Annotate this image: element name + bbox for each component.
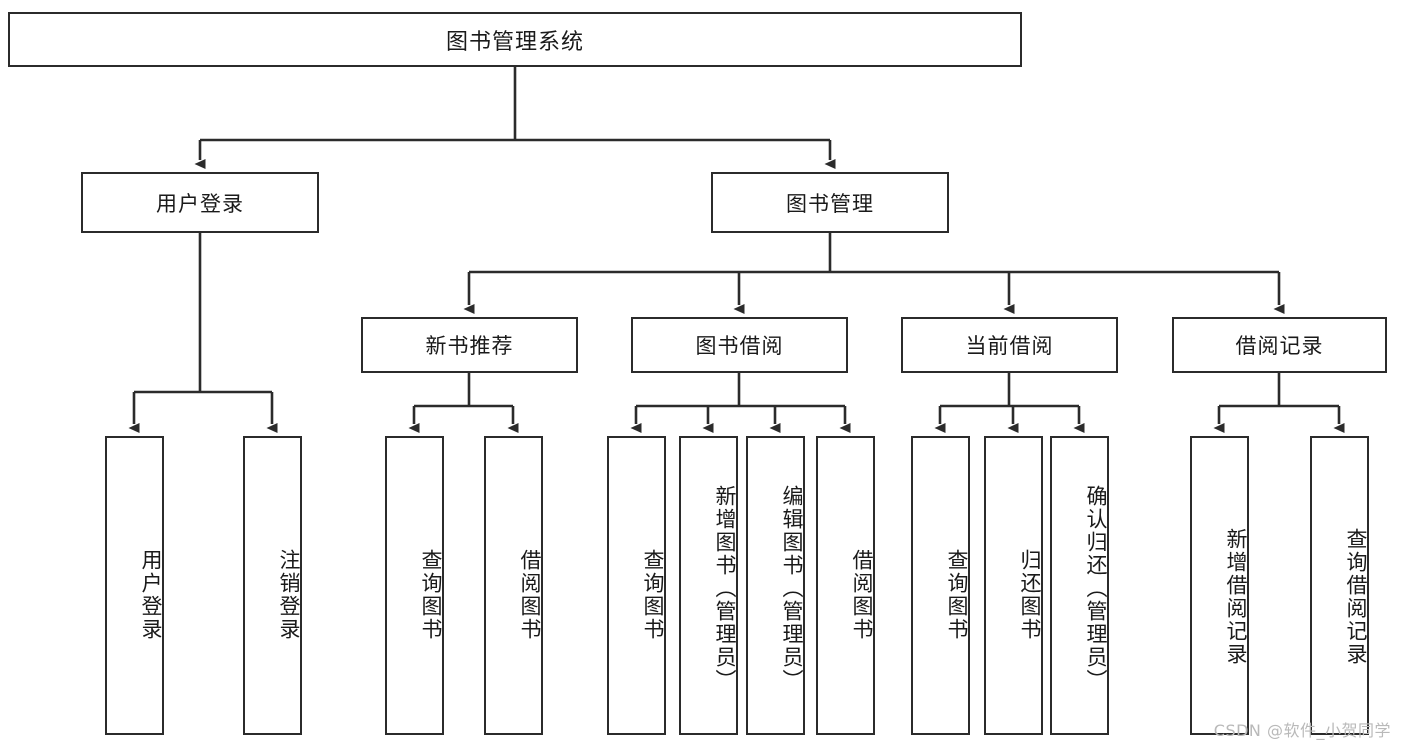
node-book-manage[interactable]: 图书管理 <box>711 172 949 233</box>
node-leaf-query-book-2-label: 查询图书 <box>641 548 665 641</box>
node-leaf-edit-book-label: 编辑图书（管理员） <box>780 485 804 692</box>
node-leaf-user-logout-label: 注销登录 <box>277 548 301 641</box>
node-book-borrow-label: 图书借阅 <box>695 334 784 358</box>
node-leaf-query-book-2[interactable]: 查询图书 <box>607 436 666 735</box>
node-root-label: 图书管理系统 <box>445 29 584 55</box>
node-leaf-return-book[interactable]: 归还图书 <box>984 436 1043 735</box>
node-new-book-recommend-label: 新书推荐 <box>425 334 514 358</box>
node-leaf-return-book-label: 归还图书 <box>1018 548 1042 641</box>
node-leaf-query-record-label: 查询借阅记录 <box>1344 527 1368 666</box>
node-leaf-borrow-book-2-label: 借阅图书 <box>850 548 874 641</box>
node-book-manage-label: 图书管理 <box>786 191 874 216</box>
node-new-book-recommend[interactable]: 新书推荐 <box>361 317 578 373</box>
node-user-login[interactable]: 用户登录 <box>81 172 319 233</box>
node-current-borrow-label: 当前借阅 <box>965 334 1054 358</box>
node-leaf-confirm-return-label: 确认归还（管理员） <box>1084 485 1108 692</box>
node-leaf-edit-book[interactable]: 编辑图书（管理员） <box>746 436 805 735</box>
node-leaf-borrow-book-1[interactable]: 借阅图书 <box>484 436 543 735</box>
node-leaf-confirm-return[interactable]: 确认归还（管理员） <box>1050 436 1109 735</box>
node-current-borrow[interactable]: 当前借阅 <box>901 317 1118 373</box>
node-leaf-borrow-book-2[interactable]: 借阅图书 <box>816 436 875 735</box>
node-leaf-add-book-label: 新增图书（管理员） <box>713 485 737 692</box>
node-user-login-label: 用户登录 <box>156 191 244 216</box>
node-leaf-user-login[interactable]: 用户登录 <box>105 436 164 735</box>
node-leaf-query-book-1-label: 查询图书 <box>419 548 443 641</box>
node-book-borrow[interactable]: 图书借阅 <box>631 317 848 373</box>
node-leaf-add-record[interactable]: 新增借阅记录 <box>1190 436 1249 735</box>
node-leaf-user-logout[interactable]: 注销登录 <box>243 436 302 735</box>
node-leaf-query-book-3-label: 查询图书 <box>945 548 969 641</box>
node-leaf-add-record-label: 新增借阅记录 <box>1224 527 1248 666</box>
node-leaf-query-book-3[interactable]: 查询图书 <box>911 436 970 735</box>
node-borrow-record-label: 借阅记录 <box>1235 334 1324 358</box>
node-leaf-query-book-1[interactable]: 查询图书 <box>385 436 444 735</box>
node-leaf-user-login-label: 用户登录 <box>139 548 163 641</box>
node-root[interactable]: 图书管理系统 <box>8 12 1022 67</box>
node-borrow-record[interactable]: 借阅记录 <box>1172 317 1387 373</box>
watermark-text: CSDN @软件_小贺同学 <box>1213 721 1391 740</box>
node-leaf-borrow-book-1-label: 借阅图书 <box>518 548 542 641</box>
node-leaf-query-record[interactable]: 查询借阅记录 <box>1310 436 1369 735</box>
node-leaf-add-book[interactable]: 新增图书（管理员） <box>679 436 738 735</box>
